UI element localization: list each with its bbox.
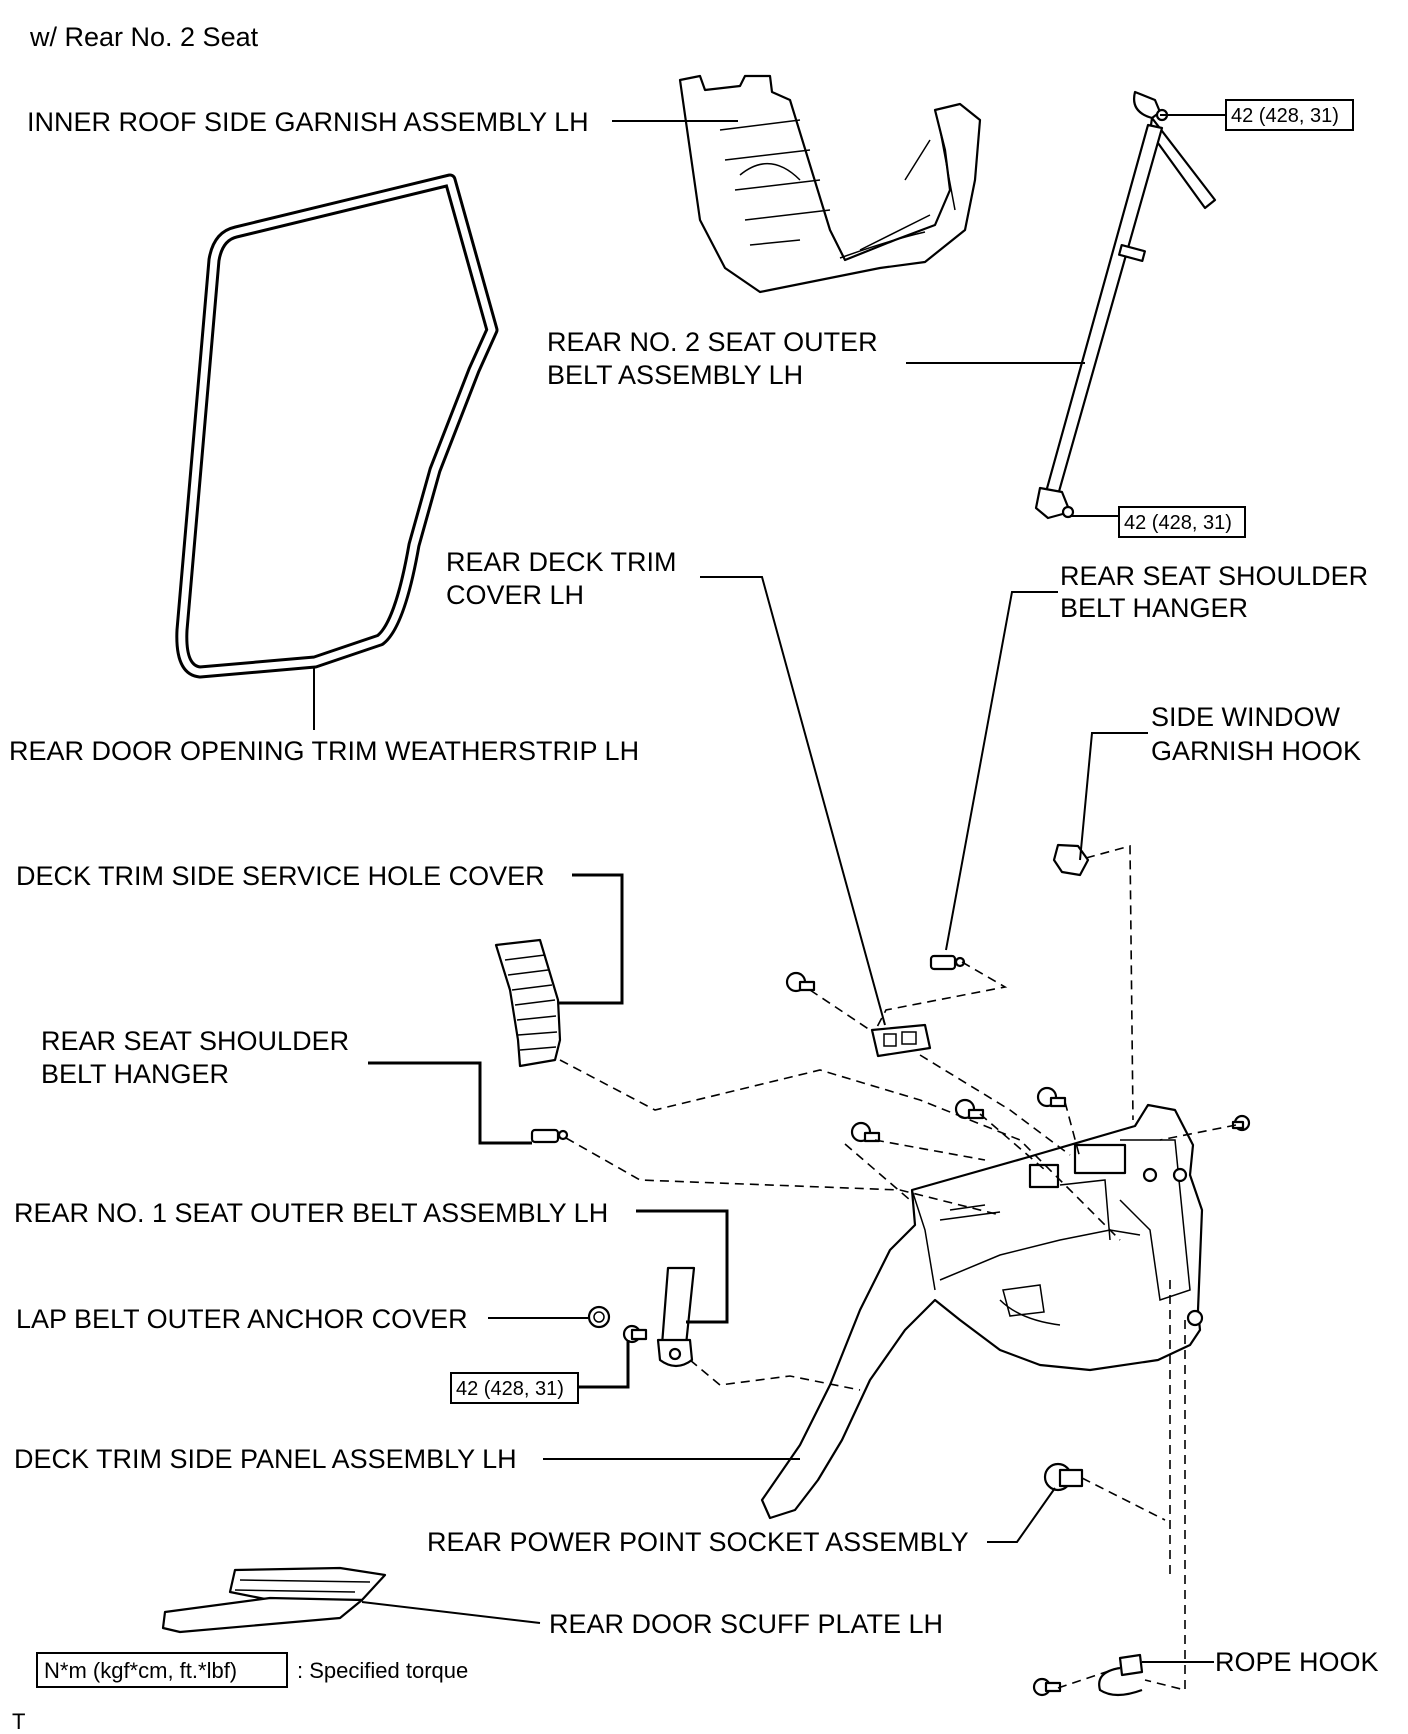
label-rear-no1-seat-belt: REAR NO. 1 SEAT OUTER BELT ASSEMBLY LH [14, 1198, 608, 1228]
rear-deck-trim-cover-part [870, 1023, 932, 1058]
label-weatherstrip: REAR DOOR OPENING TRIM WEATHERSTRIP LH [9, 736, 639, 766]
label-lap-belt-anchor-cover: LAP BELT OUTER ANCHOR COVER [16, 1304, 468, 1334]
clip-bolt-4 [850, 1121, 881, 1143]
clip-bolt-1 [785, 971, 816, 993]
label-rear-door-scuff-plate: REAR DOOR SCUFF PLATE LH [549, 1609, 943, 1639]
part-labels: INNER ROOF SIDE GARNISH ASSEMBLY LH REAR… [9, 107, 1379, 1677]
deck-trim-side-panel-part [760, 1103, 1204, 1520]
label-inner-roof-side-garnish: INNER ROOF SIDE GARNISH ASSEMBLY LH [27, 107, 589, 137]
label-shoulder-hanger-right-line1: REAR SEAT SHOULDER [1060, 561, 1368, 591]
label-rear-power-socket: REAR POWER POINT SOCKET ASSEMBLY [427, 1527, 969, 1557]
torque-legend: N*m (kgf*cm, ft.*lbf) : Specified torque [36, 1652, 468, 1688]
label-shoulder-hanger-left-line1: REAR SEAT SHOULDER [41, 1026, 349, 1056]
rear-no2-seat-outer-belt-part [1034, 90, 1217, 520]
label-rope-hook: ROPE HOOK [1215, 1647, 1379, 1677]
torque-value: 42 (428, 31) [456, 1378, 564, 1400]
label-side-window-hook-line2: GARNISH HOOK [1151, 736, 1361, 766]
rope-hook-part [1032, 1653, 1144, 1697]
label-side-window-hook-line1: SIDE WINDOW [1151, 702, 1341, 732]
rear-door-scuff-plate-part [161, 1566, 387, 1634]
clip-bolt-2 [1036, 1086, 1067, 1108]
label-rear-no2-seat-belt-line2: BELT ASSEMBLY LH [547, 360, 803, 390]
label-deck-trim-side-panel: DECK TRIM SIDE PANEL ASSEMBLY LH [14, 1444, 517, 1474]
label-rear-deck-trim-cover-line2: COVER LH [446, 580, 584, 610]
rear-door-weatherstrip-part [175, 173, 499, 679]
torque-value: 42 (428, 31) [1231, 105, 1339, 127]
label-rear-deck-trim-cover-line1: REAR DECK TRIM [446, 547, 677, 577]
label-rear-no2-seat-belt-line1: REAR NO. 2 SEAT OUTER [547, 327, 878, 357]
shoulder-belt-hanger-right-part [929, 954, 966, 971]
shoulder-belt-hanger-left-part [530, 1128, 569, 1144]
label-shoulder-hanger-left-line2: BELT HANGER [41, 1059, 229, 1089]
footer-code: T [12, 1709, 25, 1734]
clip-bolts [785, 971, 1251, 1143]
rear-power-socket-part [1043, 1462, 1084, 1492]
torque-box-rear-no1: 42 (428, 31) [450, 1372, 579, 1404]
label-shoulder-hanger-right-line2: BELT HANGER [1060, 593, 1248, 623]
clip-bolt-5 [1231, 1114, 1251, 1132]
torque-box-lower: 42 (428, 31) [1118, 506, 1246, 538]
side-window-garnish-hook-part [1052, 843, 1090, 877]
torque-box-upper: 42 (428, 31) [1225, 99, 1354, 131]
label-service-hole-cover: DECK TRIM SIDE SERVICE HOLE COVER [16, 861, 545, 891]
lap-belt-outer-anchor-cover-part [587, 1305, 611, 1329]
service-hole-cover-part [494, 938, 562, 1068]
legend-description: : Specified torque [297, 1658, 468, 1683]
clip-bolt-3 [954, 1098, 985, 1120]
variant-header: w/ Rear No. 2 Seat [29, 22, 259, 52]
assembly-dashed-lines [559, 844, 1237, 1692]
anchor-bolt-part [622, 1324, 648, 1344]
legend-unit: N*m (kgf*cm, ft.*lbf) [44, 1658, 237, 1683]
torque-value: 42 (428, 31) [1124, 512, 1232, 534]
leader-lines [313, 114, 1225, 1663]
rear-no1-seat-outer-belt-part [656, 1266, 696, 1368]
inner-roof-side-garnish-part [678, 74, 982, 294]
